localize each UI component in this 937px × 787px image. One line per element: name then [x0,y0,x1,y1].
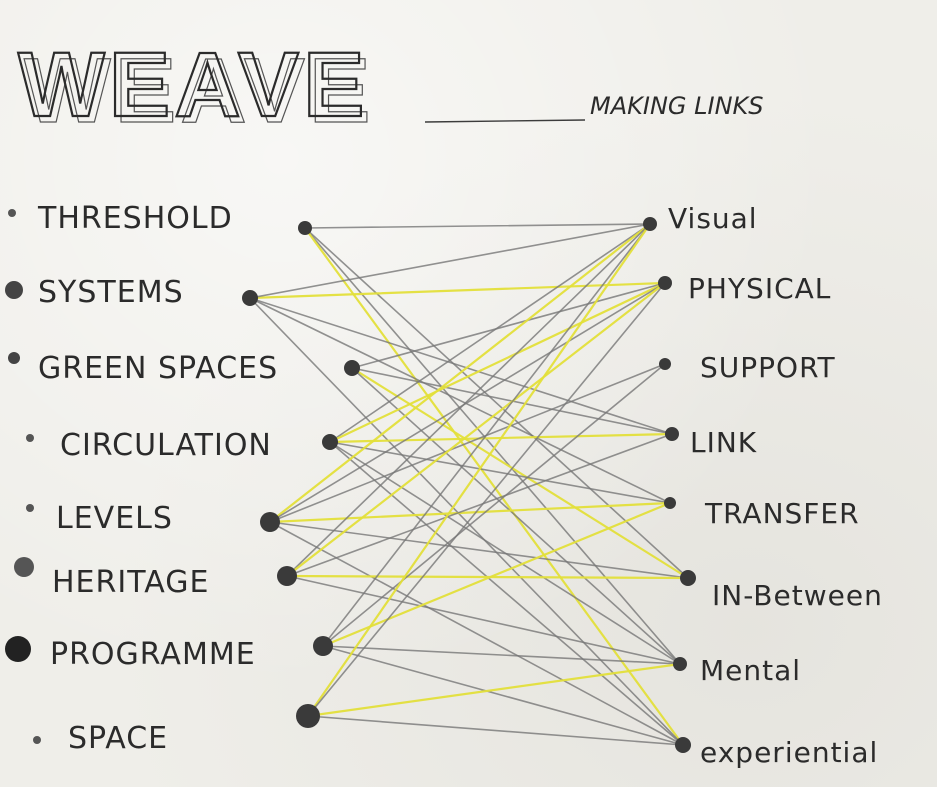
link-threshold-to-in-between [305,228,688,578]
left-label-heritage: HERITAGE [52,565,209,600]
left-label-systems: SYSTEMS [38,275,184,310]
left-label-space: SPACE [68,721,168,756]
link-systems-to-experiential [250,298,683,745]
bullet-icon [26,504,34,512]
bullet-icon [26,434,34,442]
node-dot-threshold [298,221,312,235]
bullet-icon [5,281,23,299]
bullet-icon [8,209,16,217]
link-circulation-to-experiential [330,442,683,745]
node-dot-physical [658,276,672,290]
link-space-to-mental [308,664,680,716]
bullet-icon [14,557,34,577]
page-title: WEAVE [18,34,369,136]
node-dot-space [296,704,320,728]
link-threshold-to-visual [305,224,650,228]
link-space-to-physical [308,283,665,716]
bullet-icon [33,736,41,744]
link-levels-to-visual [270,224,650,522]
link-space-to-experiential [308,716,683,745]
title-group: WEAVE WEAVE MAKING LINKS [18,34,764,142]
node-dot-transfer [664,497,676,509]
links-layer [250,224,688,745]
node-dot-support [659,358,671,370]
right-label-visual: Visual [668,202,758,235]
node-dot-green-spaces [344,360,360,376]
left-label-circulation: CIRCULATION [60,428,272,463]
node-dot-in-between [680,570,696,586]
node-dot-systems [242,290,258,306]
link-green-spaces-to-physical [352,283,665,368]
left-column: THRESHOLD SYSTEMS GREEN SPACES CIRCULATI… [5,201,360,756]
node-dot-experiential [675,737,691,753]
bullet-icon [5,636,31,662]
page-subtitle: MAKING LINKS [590,92,764,120]
left-label-threshold: THRESHOLD [37,201,233,236]
node-dot-heritage [277,566,297,586]
right-label-physical: PHYSICAL [688,272,831,305]
node-dot-visual [643,217,657,231]
bullet-icon [8,352,20,364]
node-dot-programme [313,636,333,656]
node-dot-levels [260,512,280,532]
link-space-to-visual [308,224,650,716]
left-label-programme: PROGRAMME [50,637,256,672]
title-underline [425,120,585,122]
right-column: Visual PHYSICAL SUPPORT LINK TRANSFER IN… [643,202,883,769]
left-label-green-spaces: GREEN SPACES [38,351,278,386]
link-heritage-to-mental [287,576,680,664]
right-label-mental: Mental [700,654,801,687]
link-systems-to-link [250,298,672,434]
left-label-levels: LEVELS [56,501,173,536]
node-dot-circulation [322,434,338,450]
node-dot-mental [673,657,687,671]
right-label-experiential: experiential [700,736,878,769]
right-label-transfer: TRANSFER [704,497,860,530]
node-dot-link [665,427,679,441]
right-label-in-between: IN-Between [712,579,883,612]
right-label-link: LINK [690,426,757,459]
right-label-support: SUPPORT [700,351,836,384]
link-green-spaces-to-in-between [352,368,688,578]
